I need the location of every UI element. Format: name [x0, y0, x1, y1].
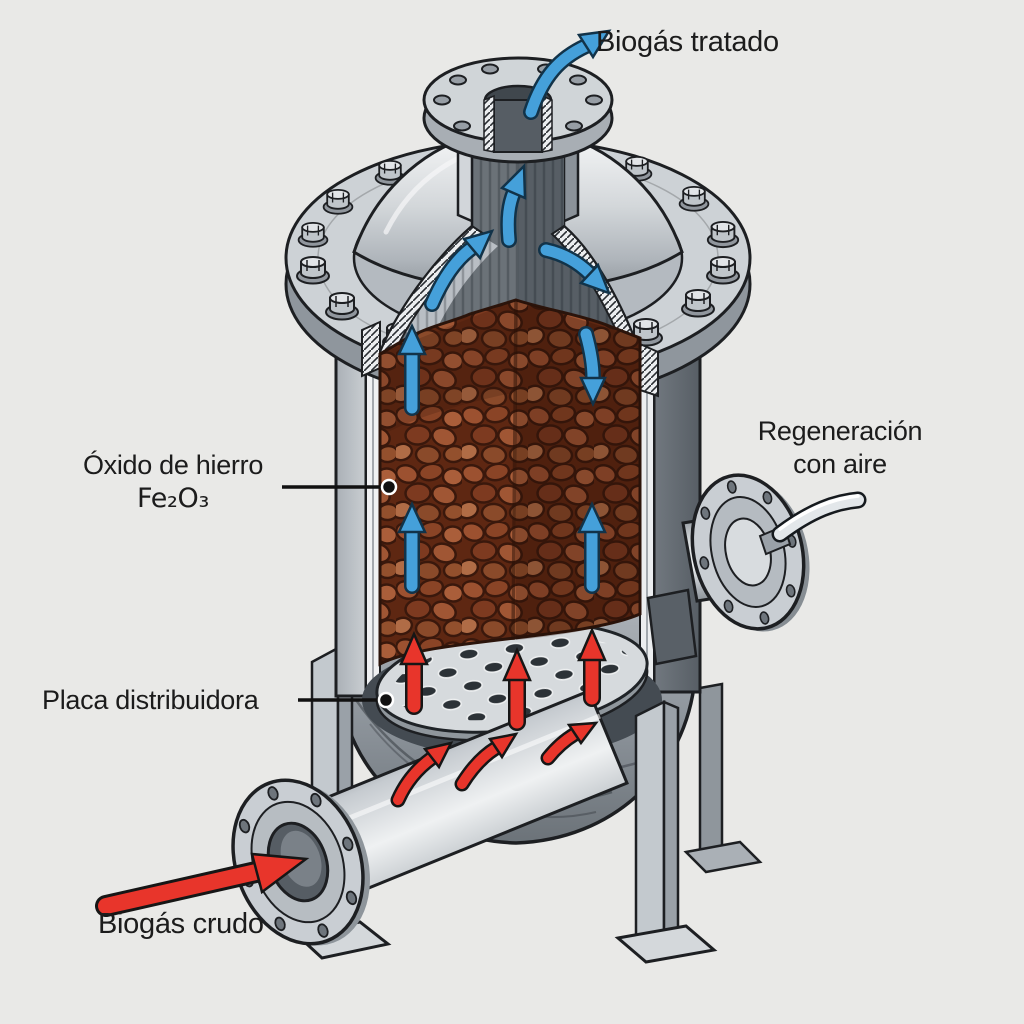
label-iron-oxide-formula: Fe₂O₃ [136, 483, 210, 514]
treated-gas-flow-arrows [397, 29, 612, 594]
label-regeneration-line2: con aire [793, 449, 887, 479]
label-treated-biogas: Biogás tratado [596, 26, 779, 58]
leader-line-iron-oxide [282, 478, 398, 496]
label-raw-biogas: Biogás crudo [98, 908, 264, 940]
label-iron-oxide-name: Óxido de hierro [82, 450, 264, 480]
label-distributor-plate: Placa distribuidora [42, 685, 259, 715]
top-outlet-flange [422, 56, 614, 164]
raw-gas-flow-arrows [95, 626, 607, 917]
support-leg-back [683, 682, 763, 874]
label-regeneration-line1: Regeneración [757, 416, 923, 446]
leader-line-distributor-plate [298, 691, 395, 709]
label-regeneration: Regeneración con aire [730, 415, 950, 481]
regeneration-nozzle [646, 473, 867, 666]
label-iron-oxide: Óxido de hierro Fe₂O₃ [38, 449, 308, 515]
air-hose [771, 491, 867, 543]
support-leg-right [614, 699, 718, 964]
